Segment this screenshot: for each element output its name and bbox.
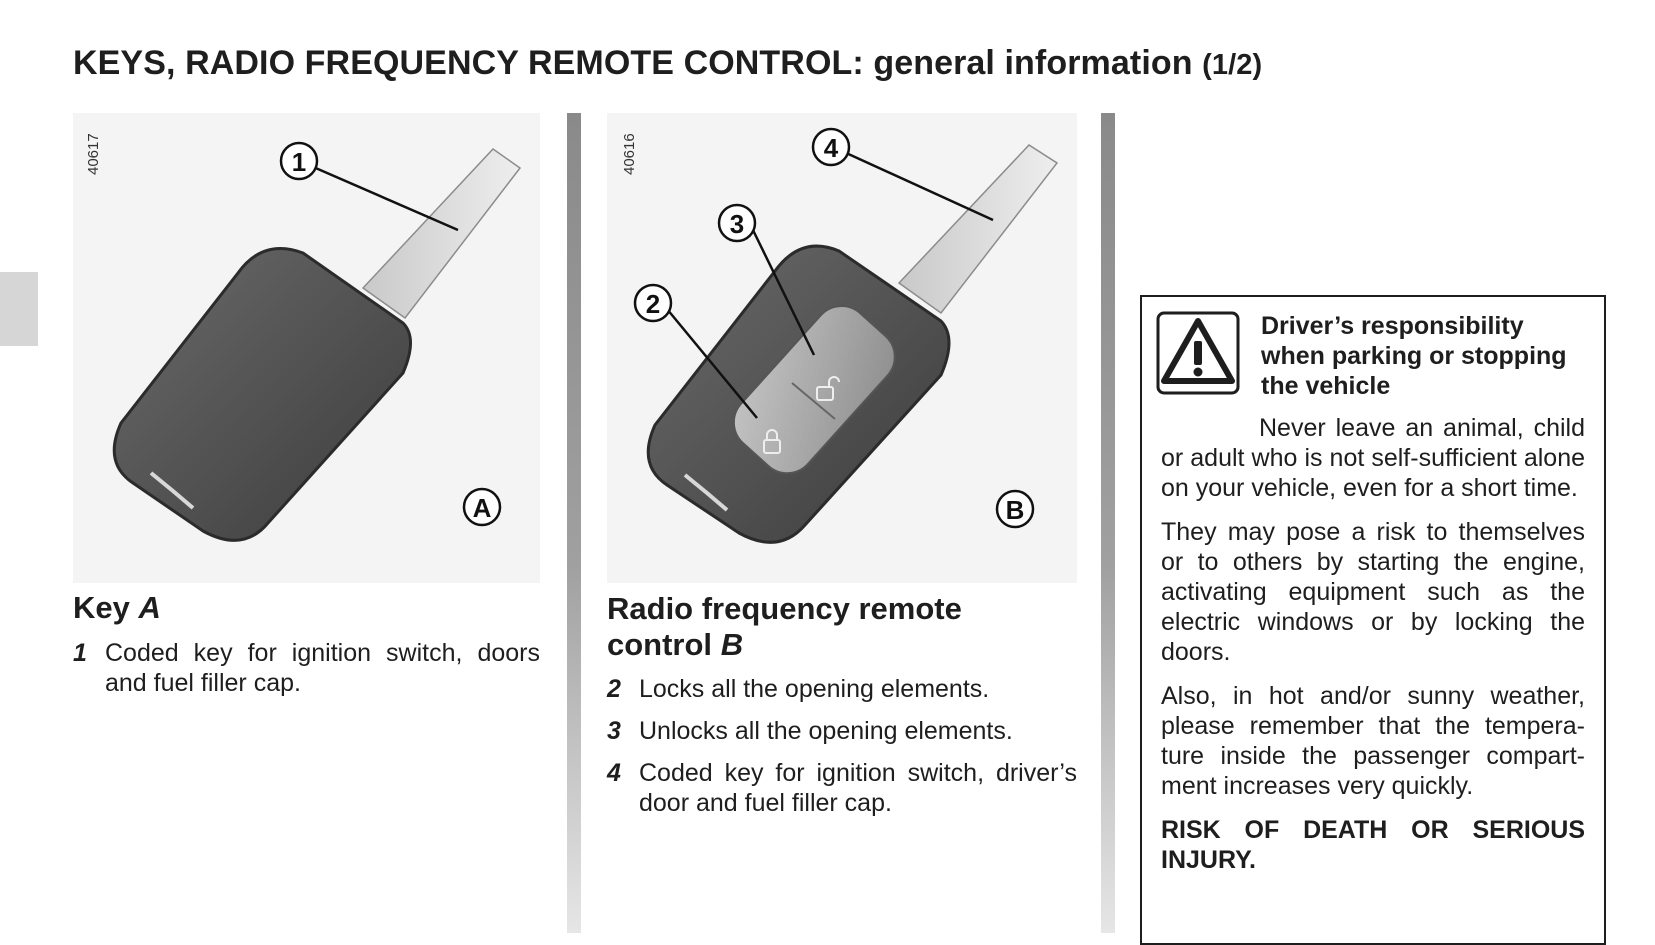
svg-text:2: 2 bbox=[646, 289, 660, 319]
callout-4: 4 bbox=[824, 133, 839, 163]
list-item: 2 Locks all the opening elements. bbox=[607, 675, 990, 703]
side-tab bbox=[0, 272, 38, 346]
warning-final-text: RISK OF DEATH OR SERIOUS INJURY. bbox=[1161, 816, 1585, 874]
svg-text:4: 4 bbox=[824, 133, 839, 163]
list-item: 3 Unlocks all the opening elements. bbox=[607, 717, 1013, 745]
remote-buttons bbox=[732, 305, 896, 475]
list-item: 1 Coded key for ignition switch, doors a… bbox=[73, 639, 540, 697]
key-blade bbox=[361, 148, 522, 320]
key-illustration: 1 A 40617 bbox=[73, 113, 540, 583]
remote-item-list: 2 Locks all the opening elements. 3 Unlo… bbox=[607, 674, 1077, 830]
list-item: 4 Coded key for ignition switch, driv­er… bbox=[607, 759, 1077, 817]
figure-code-a: 40617 bbox=[85, 133, 102, 175]
figure-label-a: A bbox=[473, 493, 492, 523]
unlock-icon bbox=[816, 376, 840, 401]
warning-paragraph: They may pose a risk to themselves or to… bbox=[1161, 518, 1585, 666]
callout-3: 3 bbox=[730, 209, 744, 239]
svg-text:1: 1 bbox=[292, 147, 306, 177]
warning-paragraph: Also, in hot and/or sunny weather, pleas… bbox=[1161, 682, 1585, 800]
warning-box: Driver’s responsibility when parking or … bbox=[1140, 295, 1606, 945]
remote-blade bbox=[897, 144, 1059, 315]
remote-illustration: 4 3 2 B 40616 bbox=[607, 113, 1077, 583]
callout-1: 1 bbox=[292, 147, 306, 177]
key-item-list: 1 Coded key for ignition switch, doors a… bbox=[73, 638, 540, 710]
column-divider-left bbox=[567, 113, 581, 933]
page-indicator: (1/2) bbox=[1202, 49, 1263, 81]
callout-2: 2 bbox=[646, 289, 660, 319]
warning-paragraph: Never leave an animal, child or adult wh… bbox=[1161, 414, 1585, 502]
svg-text:B: B bbox=[1006, 495, 1025, 525]
key-heading: Key A bbox=[73, 590, 161, 625]
warning-triangle-icon bbox=[1156, 311, 1240, 395]
column-divider-right bbox=[1101, 113, 1115, 933]
page-title: KEYS, RADIO FREQUENCY REMOTE CONTROL: ge… bbox=[73, 44, 1263, 82]
svg-text:3: 3 bbox=[730, 209, 744, 239]
warning-title: Driver’s responsibility when parking or … bbox=[1261, 312, 1567, 400]
lock-icon bbox=[763, 429, 781, 454]
svg-text:A: A bbox=[473, 493, 492, 523]
figure-label-b: B bbox=[1006, 495, 1025, 525]
remote-heading: Radio frequency remote control B bbox=[607, 591, 962, 662]
key-body bbox=[112, 247, 412, 542]
figure-code-b: 40616 bbox=[621, 133, 638, 175]
